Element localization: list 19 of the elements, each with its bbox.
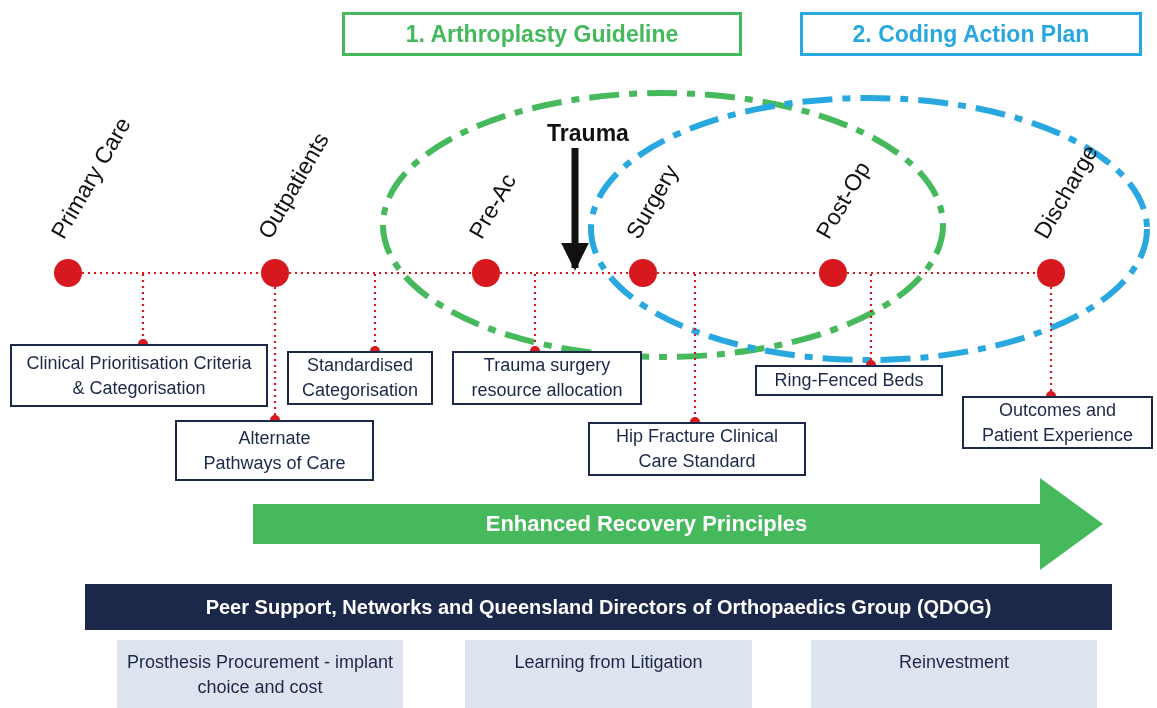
- banner-text: Enhanced Recovery Principles: [484, 510, 809, 538]
- connector-line: [289, 271, 472, 275]
- initiative-box: Trauma surgery resource allocation: [452, 351, 642, 405]
- title-bar: Peer Support, Networks and Queensland Directors of Orthopaedics Group (QDOG): [85, 584, 1112, 630]
- topic-panel: Reinvestment: [811, 640, 1097, 708]
- topic-panel: Learning from Litigation: [465, 640, 752, 708]
- topic-panel: Prosthesis Procurement - implant choice and cost: [117, 640, 403, 708]
- initiative-box: Clinical Prioritisation Criteria & Categorisation: [10, 344, 268, 407]
- initiative-box: Ring-Fenced Beds: [755, 365, 943, 396]
- plan-heading: 1. Arthroplasty Guideline: [342, 12, 742, 56]
- initiative-box: Alternate Pathways of Care: [175, 420, 374, 481]
- connector-line: [847, 271, 1037, 275]
- connector-line: [82, 271, 261, 275]
- event-label: Trauma: [540, 118, 636, 148]
- plan-heading: 2. Coding Action Plan: [800, 12, 1142, 56]
- initiative-box: Standardised Categorisation: [287, 351, 433, 405]
- initiative-box: Outcomes and Patient Experience: [962, 396, 1153, 449]
- initiative-box: Hip Fracture Clinical Care Standard: [588, 422, 806, 476]
- connector-line: [500, 271, 629, 275]
